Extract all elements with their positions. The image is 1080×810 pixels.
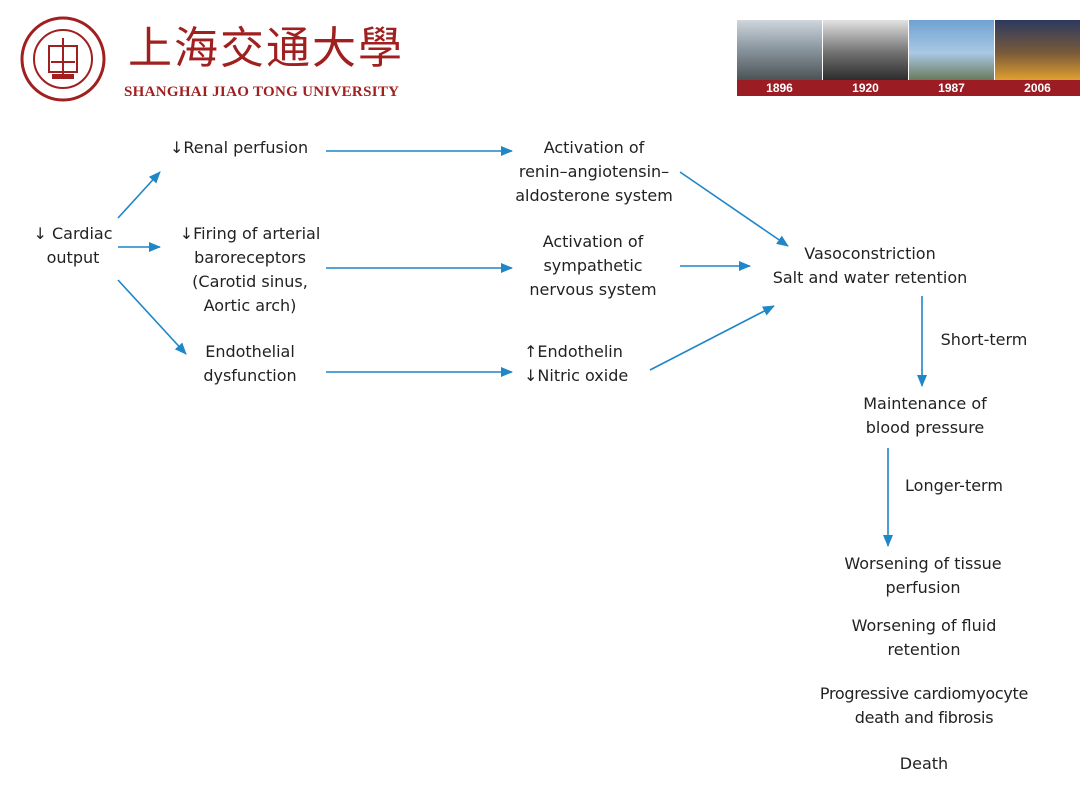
- node-text: Death: [899, 754, 949, 773]
- node-text: Activation of: [543, 138, 645, 157]
- label-short-term: Short-term: [934, 328, 1034, 352]
- node-text: sympathetic: [543, 256, 643, 275]
- node-text: Worsening of fluid: [851, 616, 997, 635]
- year-label: 2006: [1024, 81, 1051, 95]
- node-text: baroreceptors: [194, 248, 306, 267]
- node-vasoconstriction: Vasoconstriction Salt and water retentio…: [760, 242, 980, 290]
- node-text: Longer-term: [905, 476, 1003, 495]
- university-name-chinese: 上海交通大學: [128, 23, 404, 74]
- node-text: death and fibrosis: [854, 708, 994, 727]
- university-seal-icon: [20, 16, 106, 102]
- node-text: Vasoconstriction: [804, 244, 936, 263]
- node-raas-activation: Activation of renin–angiotensin– aldoste…: [508, 136, 680, 208]
- node-worsening-fluid-retention: Worsening of fluid retention: [836, 614, 1012, 662]
- node-text: ↓Renal perfusion: [170, 138, 309, 157]
- arrow-cardiac-to-renal: [117, 171, 161, 219]
- campus-photo-1987: [909, 20, 994, 80]
- node-text: output: [46, 248, 100, 267]
- node-text: aldosterone system: [515, 186, 673, 205]
- node-text: Maintenance of: [863, 394, 987, 413]
- node-worsening-tissue-perfusion: Worsening of tissue perfusion: [832, 552, 1014, 600]
- node-text: nervous system: [529, 280, 657, 299]
- node-cardiac-output: ↓ Cardiac output: [30, 222, 116, 270]
- history-photo-strip: 1896 1920 1987 2006: [737, 20, 1080, 96]
- node-text: Endothelial: [205, 342, 295, 361]
- node-text: blood pressure: [865, 418, 985, 437]
- node-text: Progressive cardiomyocyte: [819, 684, 1029, 703]
- year-label: 1896: [766, 81, 793, 95]
- node-text: ↓ Cardiac: [33, 224, 113, 243]
- node-firing-baroreceptors: ↓Firing of arterial baroreceptors (Carot…: [166, 222, 334, 318]
- node-text: ↓Nitric oxide: [524, 366, 629, 385]
- node-text: retention: [887, 640, 961, 659]
- node-text: dysfunction: [203, 366, 297, 385]
- node-death: Death: [874, 752, 974, 776]
- arrow-cardiac-to-endothelial: [117, 279, 187, 355]
- node-text: (Carotid sinus,: [192, 272, 308, 291]
- node-renal-perfusion: ↓Renal perfusion: [170, 136, 330, 160]
- node-cardiomyocyte-death: Progressive cardiomyocyte death and fibr…: [806, 682, 1042, 730]
- node-maintenance-bp: Maintenance of blood pressure: [850, 392, 1000, 440]
- node-text: Worsening of tissue: [844, 554, 1002, 573]
- node-text: ↑Endothelin: [524, 342, 623, 361]
- campus-photo-1920: [823, 20, 908, 80]
- node-text: Aortic arch): [203, 296, 297, 315]
- arrow-endothelin-to-vasoconstriction: [649, 305, 775, 371]
- node-text: Short-term: [940, 330, 1028, 349]
- university-name-english: SHANGHAI JIAO TONG UNIVERSITY: [124, 84, 400, 100]
- year-label: 1987: [938, 81, 965, 95]
- label-longer-term: Longer-term: [898, 474, 1010, 498]
- campus-photo-2006: [995, 20, 1080, 80]
- year-label: 1920: [852, 81, 879, 95]
- node-endothelial-dysfunction: Endothelial dysfunction: [190, 340, 310, 388]
- campus-photo-1896: [737, 20, 822, 80]
- year-bar: 1896 1920 1987 2006: [737, 80, 1080, 96]
- node-text: Activation of: [542, 232, 644, 251]
- node-endothelin-nitric-oxide: ↑Endothelin ↓Nitric oxide: [524, 340, 648, 388]
- node-sympathetic-activation: Activation of sympathetic nervous system: [518, 230, 668, 302]
- arrow-raas-to-vasoconstriction: [679, 171, 789, 247]
- node-text: perfusion: [885, 578, 961, 597]
- node-text: Salt and water retention: [772, 268, 968, 287]
- node-text: renin–angiotensin–: [518, 162, 670, 181]
- heart-failure-flow-diagram: ↓ Cardiac output ↓Renal perfusion ↓Firin…: [0, 110, 1080, 810]
- node-text: ↓Firing of arterial: [179, 224, 321, 243]
- diagram-arrows: [117, 146, 927, 547]
